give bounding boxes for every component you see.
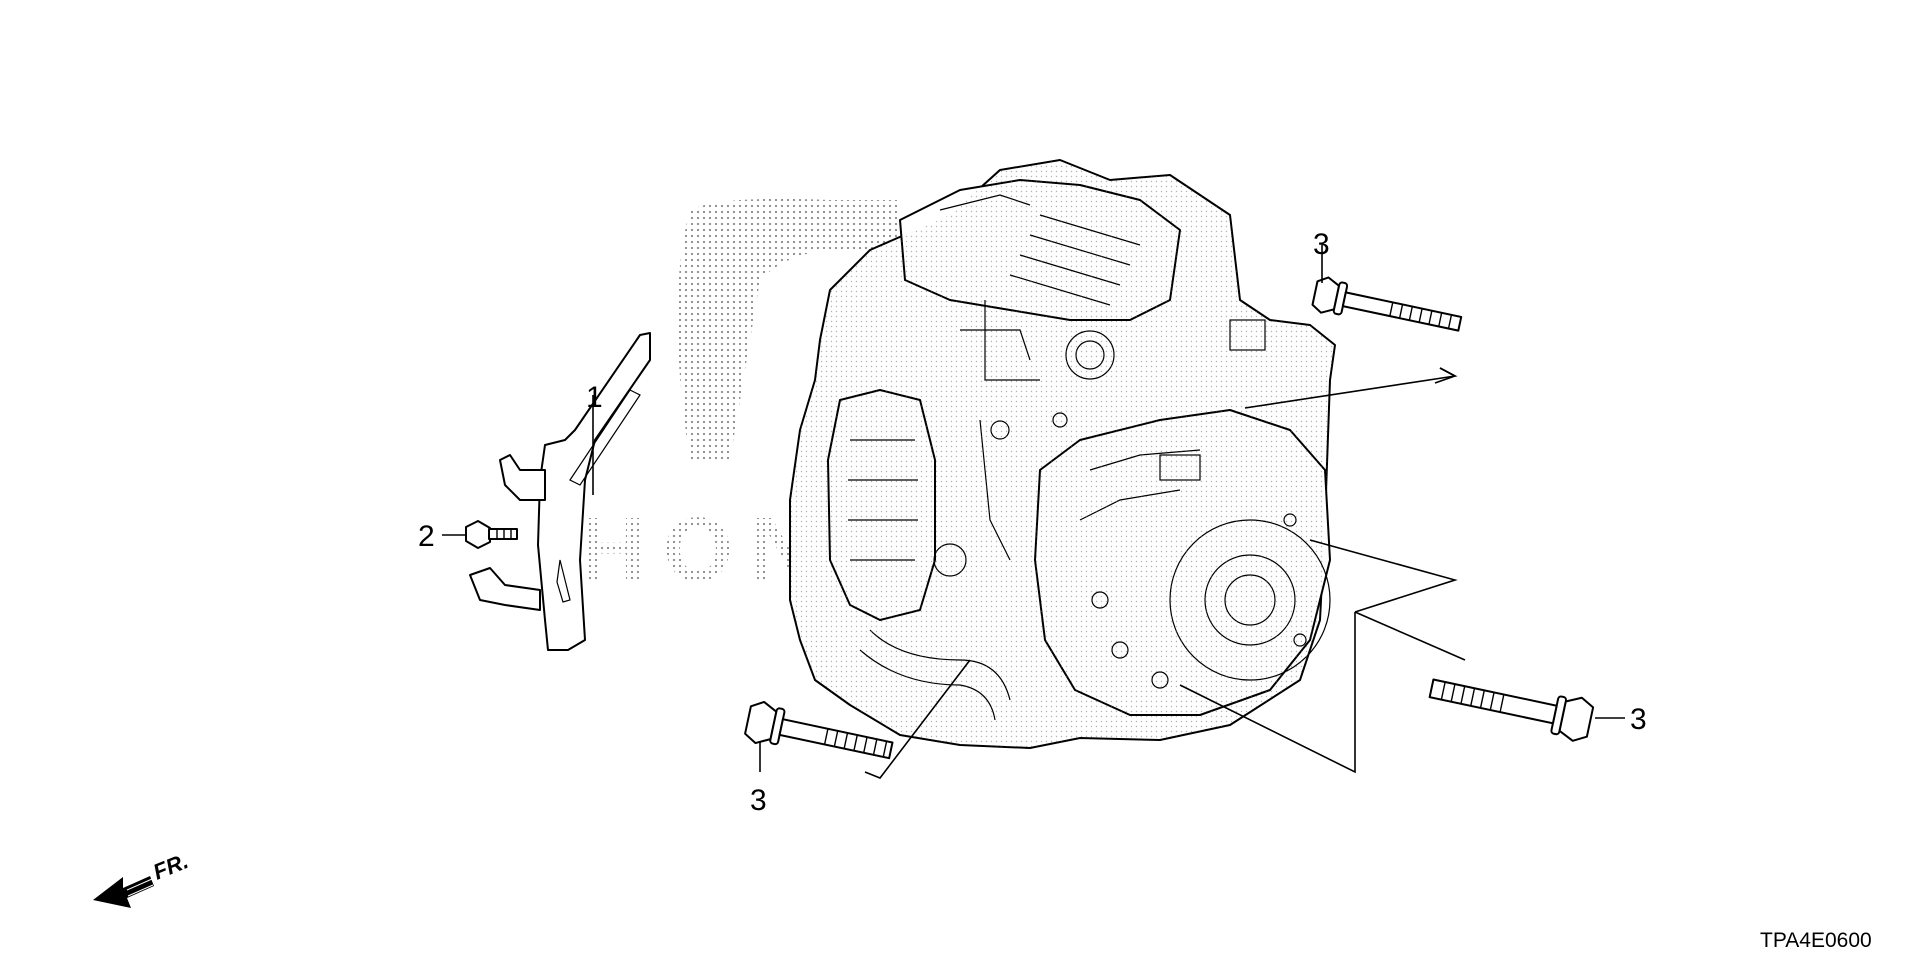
bolt-part-3-upper <box>1311 276 1463 332</box>
leader-lines <box>442 245 1625 779</box>
diagram-code: TPA4E0600 <box>1760 929 1872 952</box>
callout-1: 1 <box>586 381 603 414</box>
bolt-part-2 <box>465 520 518 549</box>
bolt-part-3-right <box>1428 678 1595 742</box>
engine-transmission-assembly <box>789 159 1336 749</box>
front-arrow-icon: FR. <box>93 848 192 908</box>
callout-3-upper: 3 <box>1313 228 1330 261</box>
bolt-part-3-lower-left <box>744 700 894 760</box>
front-indicator-label: FR. <box>150 848 192 884</box>
callout-3-lower-left: 3 <box>750 784 767 817</box>
callout-2: 2 <box>418 520 435 553</box>
bracket-part-1 <box>469 332 651 651</box>
callout-3-right: 3 <box>1630 703 1647 736</box>
